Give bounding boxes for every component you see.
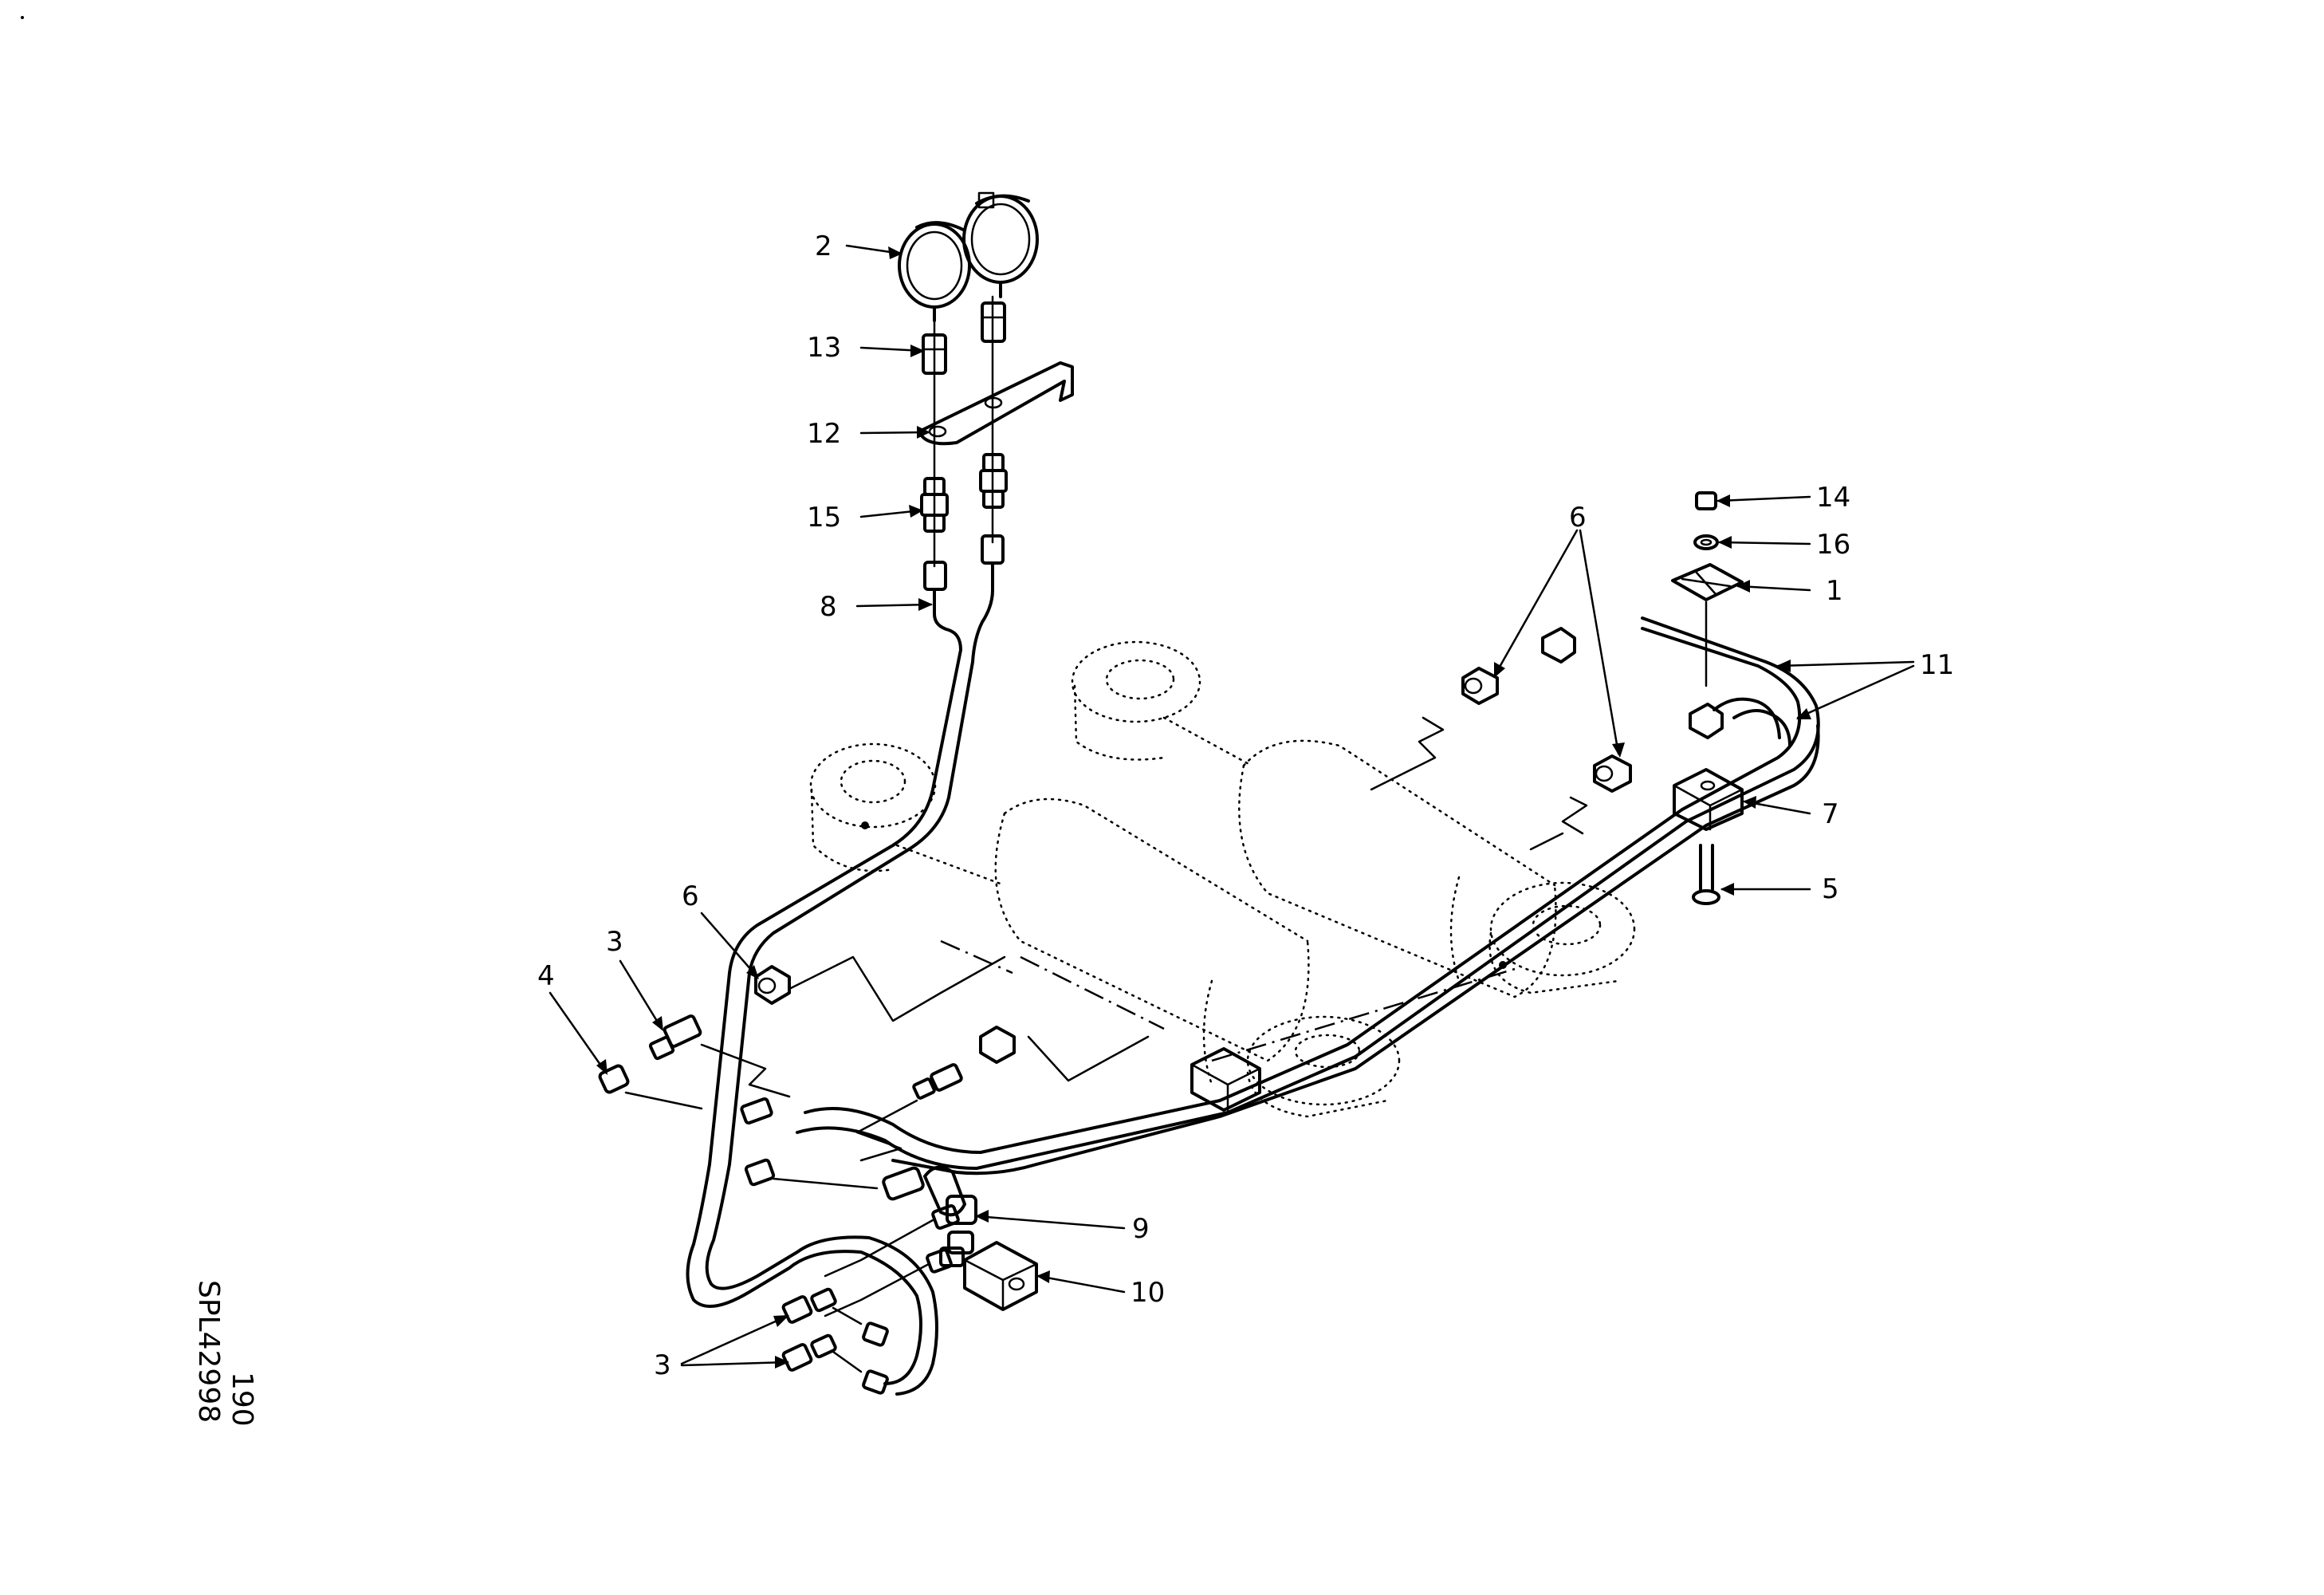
nut-14 xyxy=(1695,491,1717,510)
manifold-block-10 xyxy=(939,1231,1038,1311)
callout-3-upper: 3 xyxy=(606,926,623,958)
tee-block-9 xyxy=(923,1165,977,1225)
drawing-reference: SPL42998 190 xyxy=(192,1280,258,1427)
bolt-5 xyxy=(1692,844,1720,905)
adapter-13-right xyxy=(981,301,1006,343)
callout-1: 1 xyxy=(1826,575,1843,607)
ghost-cylinder-assembly xyxy=(809,640,1636,1118)
gauge-bracket-12 xyxy=(919,361,1074,446)
callout-10: 10 xyxy=(1131,1277,1165,1309)
pressure-gauge-left xyxy=(898,221,971,322)
callout-6-left: 6 xyxy=(682,880,699,912)
fittings-3-lower xyxy=(781,1287,889,1395)
callout-6-right: 6 xyxy=(1569,502,1587,534)
callout-12: 12 xyxy=(807,418,841,450)
callout-3-lower: 3 xyxy=(654,1349,671,1381)
callout-2: 2 xyxy=(815,230,832,262)
part-ref-number: 190 xyxy=(226,1372,258,1427)
callout-13: 13 xyxy=(807,332,841,364)
fittings-left xyxy=(598,955,1150,1201)
corner-mark xyxy=(21,16,24,19)
union-15-right xyxy=(979,453,1008,509)
callout-15: 15 xyxy=(807,502,841,534)
pipe-clamp-7 xyxy=(1673,768,1744,831)
main-pipes-11 xyxy=(796,616,1820,1176)
callout-5: 5 xyxy=(1822,873,1839,905)
gauge-pipes-8 xyxy=(686,561,994,1396)
assembly-center-lines xyxy=(940,939,1516,1062)
callout-9: 9 xyxy=(1132,1213,1150,1245)
leader-arrowheads xyxy=(596,246,1811,1369)
fittings-6-right xyxy=(1370,627,1724,851)
callout-7: 7 xyxy=(1822,798,1839,830)
clamp-plate-1 xyxy=(1671,563,1744,601)
callout-16: 16 xyxy=(1816,529,1850,561)
pressure-gauge-right xyxy=(962,191,1039,298)
union-15-left xyxy=(920,477,949,533)
callout-labels: 2 13 12 15 8 6 14 16 1 11 7 5 6 3 4 9 10… xyxy=(537,230,1954,1381)
leader-lines xyxy=(549,244,1915,1367)
callout-4: 4 xyxy=(537,960,555,992)
callout-8: 8 xyxy=(820,591,837,623)
pipe-clamp-center xyxy=(1190,1047,1261,1112)
callout-11: 11 xyxy=(1920,649,1954,681)
washer-16 xyxy=(1693,534,1719,550)
callout-14: 14 xyxy=(1816,482,1850,514)
adapter-13-left xyxy=(922,333,947,375)
drawing-code: SPL42998 xyxy=(192,1280,225,1423)
block-fittings xyxy=(824,1204,960,1317)
